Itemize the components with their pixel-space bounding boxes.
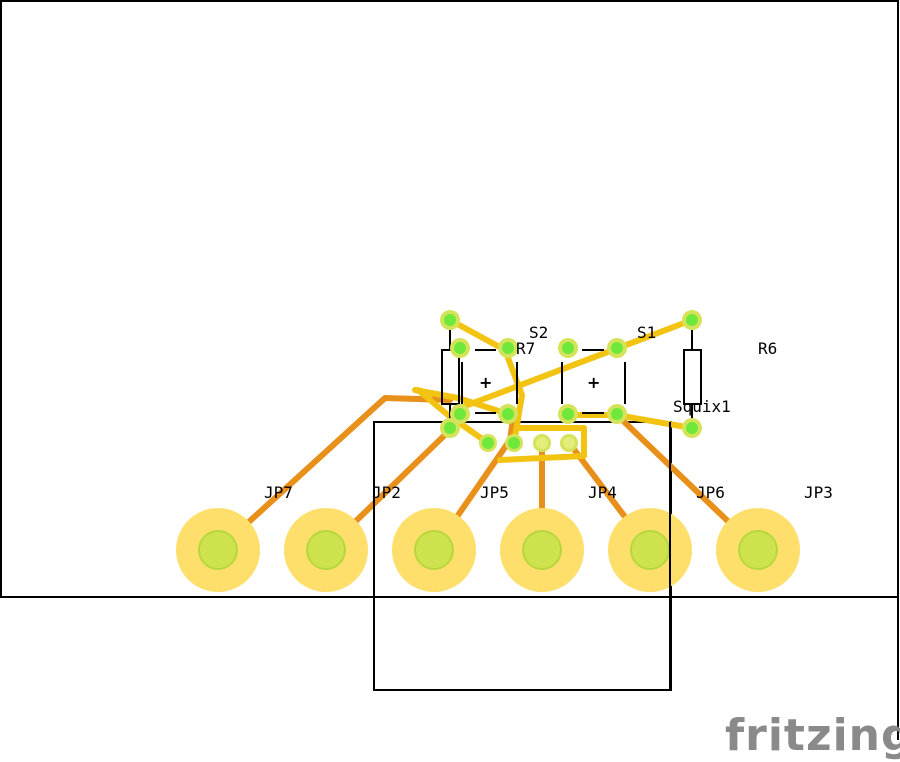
- via: [558, 338, 578, 358]
- label-jp4: JP4: [588, 483, 617, 502]
- via: [450, 404, 470, 424]
- pad-jp7: [176, 508, 260, 592]
- s2-plus: +: [479, 373, 492, 392]
- via: [607, 404, 627, 424]
- r6-body: [683, 349, 702, 405]
- label-s2: S2: [529, 323, 548, 342]
- pad-jp6: [608, 508, 692, 592]
- via: [560, 434, 578, 452]
- board-outline: [0, 0, 899, 598]
- connector-pads: [176, 508, 800, 592]
- via: [505, 434, 523, 452]
- label-jp2: JP2: [372, 483, 401, 502]
- via: [479, 434, 497, 452]
- pad-jp3: [716, 508, 800, 592]
- pad-jp2: [284, 508, 368, 592]
- via: [498, 404, 518, 424]
- via: [682, 310, 702, 330]
- top-traces: [412, 317, 695, 463]
- label-r7: R7: [516, 339, 535, 358]
- trace-b: [457, 317, 695, 411]
- fritzing-logo: fritzing: [725, 710, 900, 761]
- label-r6: R6: [758, 339, 777, 358]
- trace-a: [447, 317, 525, 446]
- s2-outline: [461, 349, 518, 414]
- trace-f: [614, 412, 695, 431]
- label-s1: S1: [637, 323, 656, 342]
- trace-c: [415, 387, 491, 446]
- via: [558, 404, 578, 424]
- pad-jp5: [392, 508, 476, 592]
- vias: [440, 310, 702, 452]
- s1-plus: +: [587, 373, 600, 392]
- trace-e: [497, 425, 587, 463]
- via: [450, 338, 470, 358]
- label-jp6: JP6: [696, 483, 725, 502]
- label-squix1: Squix1: [673, 397, 731, 416]
- via: [607, 338, 627, 358]
- label-jp7: JP7: [264, 483, 293, 502]
- via: [682, 418, 702, 438]
- via: [498, 338, 518, 358]
- s1-outline: [561, 349, 626, 414]
- via: [533, 434, 551, 452]
- via: [440, 418, 460, 438]
- pad-jp4: [500, 508, 584, 592]
- label-jp3: JP3: [804, 483, 833, 502]
- via: [440, 310, 460, 330]
- label-jp5: JP5: [480, 483, 509, 502]
